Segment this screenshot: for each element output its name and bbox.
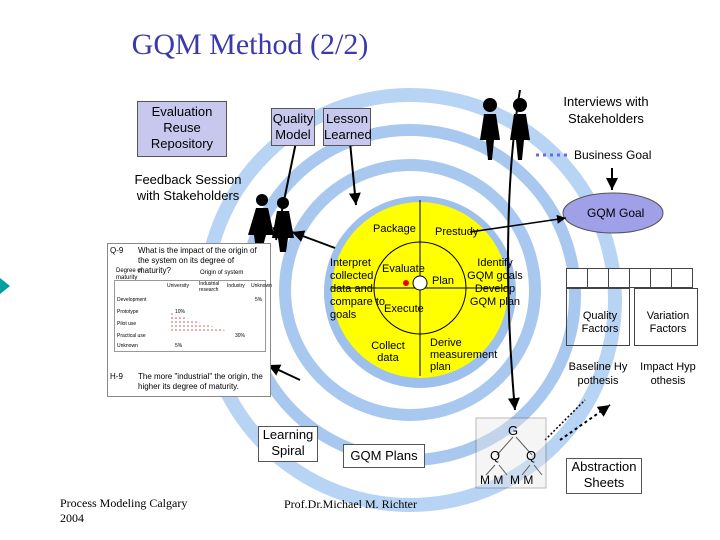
maturity-table: University Industrial research Industry … [114,280,272,352]
tree-metrics: M M M M [480,473,534,487]
learning-spiral-label: Learning Spiral [262,427,314,458]
question-text: What is the impact of the origin of the … [138,246,257,275]
identify-label: Identify GQM goals Develop GQM plan [467,257,523,308]
footer-left: Process Modeling Calgary 2004 [60,496,188,525]
grid-cell [566,268,588,288]
lesson-learned-label: Lesson Learned [324,111,372,142]
value-proto: 10% [175,309,186,315]
tree-goal: G [508,423,519,438]
evaluate-label: Evaluate [382,263,425,275]
tree-edge-q1-m2 [498,464,508,476]
row-development: Development [117,297,147,303]
learning-spiral-inner [279,159,541,421]
left-edge-arrow [0,278,10,294]
row-practical: Practical use [117,333,146,339]
collect-data-label: Collect data [371,340,405,364]
col-unknown: Unknown [251,283,272,289]
derive-plan-label: Derive measurement plan [430,337,498,373]
question-id: Q-9 [110,246,124,255]
abstraction-sheets-box: Abstraction Sheets [566,458,642,494]
tree-edge-g-q1 [496,436,514,456]
grid-cell [608,268,630,288]
arrow-qm-to-feedback [272,141,297,241]
tree-question-1: Q [490,448,501,463]
arrow-goal-to-tree [507,89,521,411]
tree-edge-q1-m1 [485,464,496,476]
abstraction-sheets-label: Abstraction Sheets [571,459,637,490]
evaluation-reuse-repository: Evaluation Reuse Repository [137,101,227,157]
arrow-cycle-to-feedback [291,230,336,249]
baseline-hypothesis-label: Baseline Hypothesis [568,361,628,387]
table-header-left: Degree of maturity [116,268,143,281]
arrow-package-to-ll [348,141,361,206]
package-label: Package [373,223,416,235]
tree-edge-q2-m2 [533,464,543,476]
abstraction-cell-quality [566,288,630,346]
quality-model-box: Quality Model [271,108,315,146]
lesson-learned-box: Lesson Learned [323,108,372,146]
interviews-label: Interviews with Stakeholders [563,94,649,126]
col-industrial: Industrial research [199,281,220,293]
cycle-plan-dot [403,280,409,286]
arrow-tree-to-factors [544,399,586,441]
prestudy-label: Prestudy [435,226,479,238]
table-header-top: Origin of system [200,270,244,276]
cycle-center-node [412,275,428,291]
row-pilot: Pilot use [117,321,137,327]
value-practical: 30% [235,333,246,339]
grid-cell [587,268,609,288]
grid-cell [629,268,651,288]
tree-question-2: Q [526,448,537,463]
hypothesis-text: The more "industrial" the origin, the hi… [138,372,263,391]
quality-factors-label: Quality Factors [581,310,619,335]
gqm-plans-box: GQM Plans [343,444,425,468]
grid-cell [650,268,672,288]
gqm-plans-label: GQM Plans [350,448,418,463]
learning-spiral-box: Learning Spiral [258,426,318,462]
interpret-label: Interpret collected data and compare to … [330,257,386,321]
arrow-spiral-to-question [267,364,301,381]
feedback-session-label: Feedback Session with Stakeholders [134,172,242,203]
tree-edge-g-q2 [515,436,533,456]
table-hatch [171,313,233,333]
grid-cell [671,268,693,288]
gqm-tree-box [475,417,547,489]
business-goal-label: Business Goal [574,148,652,162]
plan-label: Plan [432,275,455,287]
repository-label: Evaluation Reuse Repository [150,104,214,151]
page-title: GQM Method (2/2) [131,28,369,61]
abstraction-grid-header [566,268,694,288]
gqm-goal-label: GQM Goal [587,206,645,220]
col-industry: Industry [227,283,245,289]
execute-label: Execute [384,303,424,315]
abstraction-cell-variation [634,288,698,346]
impact-hypothesis-label: Impact Hypothesis [640,361,696,387]
variation-factors-label: Variation Factors [646,310,690,335]
footer-center: Prof.Dr.Michael M. Richter [284,497,417,511]
gqm-goal-ellipse [562,192,664,234]
value-unknown: 5% [175,343,183,349]
arrow-prestudy-to-goal [469,214,567,233]
row-prototype: Prototype [117,309,139,315]
interview-people-icon [480,98,530,160]
quality-model-label: Quality Model [272,111,314,142]
tree-edge-q2-m1 [521,464,531,476]
arrow-plans-to-factors [559,404,611,441]
col-university: University [167,283,189,289]
row-unknown: Unknown [117,343,138,349]
value-dev: 5% [255,297,263,303]
question-window: Q-9 What is the impact of the origin of … [107,243,272,397]
hypothesis-id: H-9 [110,372,123,381]
